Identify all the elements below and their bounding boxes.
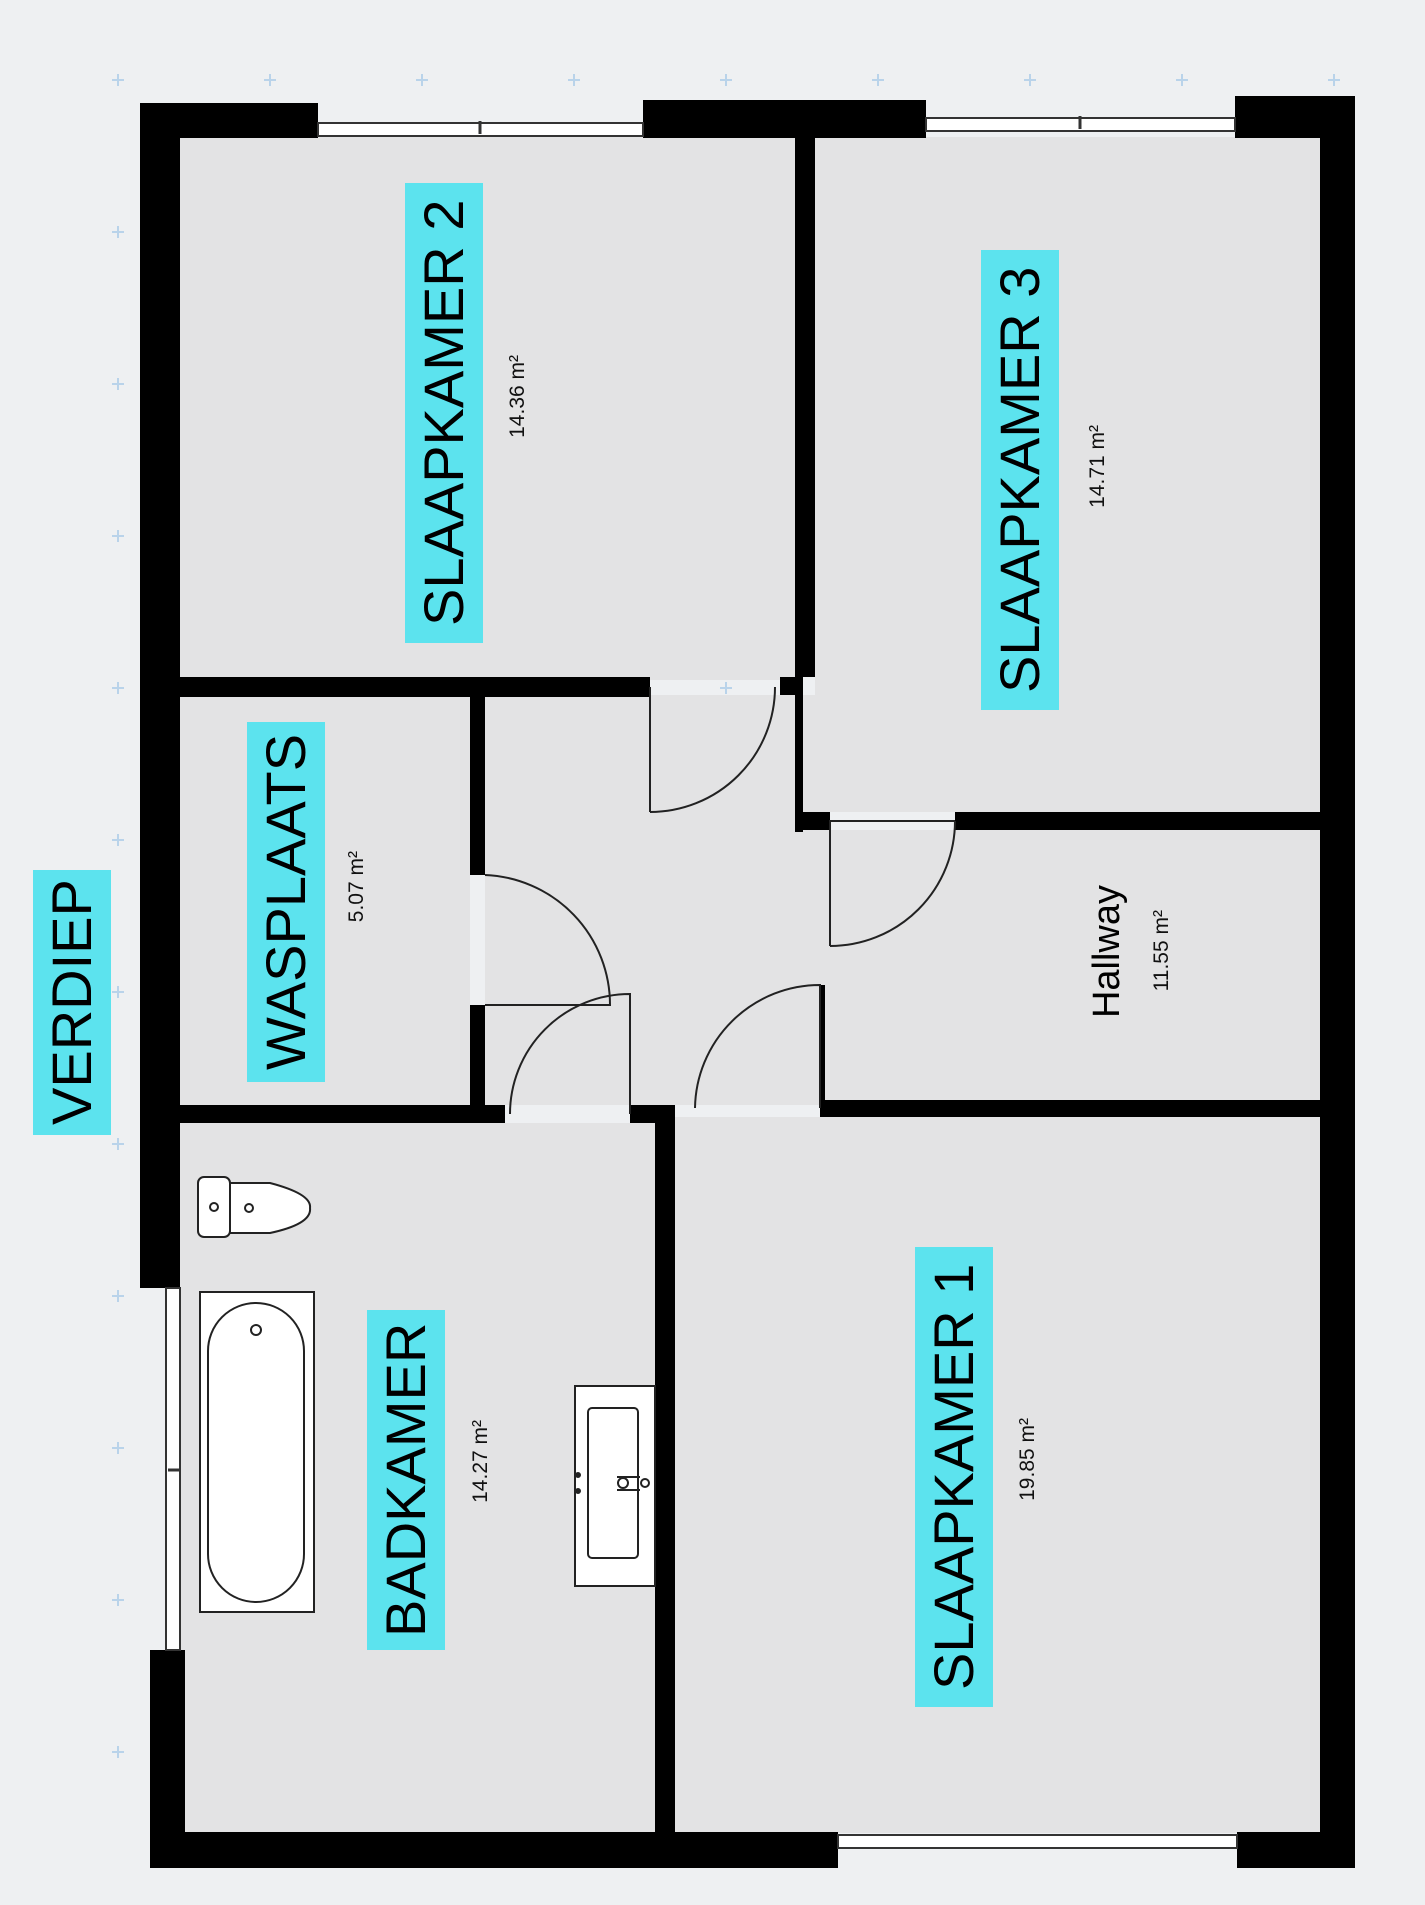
room-area-slaapkamer-1: 19.85 m² (1016, 1418, 1039, 1501)
outer-wall-top-1 (140, 103, 318, 138)
walls (140, 96, 1355, 1868)
window-marks (168, 116, 1082, 1472)
grid-marker (1328, 74, 1340, 86)
door-badkamer (509, 992, 631, 1115)
room-name-hallway: Hallway (1086, 885, 1128, 1019)
grid-marker (112, 530, 124, 542)
room-floor-hallway-center (485, 695, 820, 1105)
grid-marker (264, 74, 276, 86)
grid-marker (416, 74, 428, 86)
outer-wall-top-2 (643, 100, 926, 138)
door-wasplaats (484, 874, 612, 1006)
grid-marker (720, 682, 732, 694)
room-floor-hallway (820, 830, 1320, 1100)
grid-marker (112, 682, 124, 694)
room-floor-wasplaats (180, 697, 470, 1107)
grid-marker (112, 378, 124, 390)
room-area-hallway: 11.55 m² (1150, 910, 1173, 992)
room-floor-slaapkamer-1 (675, 1117, 1320, 1833)
floor-label: VERDIEP (33, 870, 111, 1135)
room-name-badkamer: BADKAMER (367, 1310, 445, 1650)
sink-icon (574, 1385, 656, 1587)
grid-marker (1024, 74, 1036, 86)
bathtub-icon (199, 1291, 315, 1613)
grid-marker (112, 1290, 124, 1302)
room-floors (180, 137, 1320, 1833)
wall-between-badkamer-slaapkamer-1 (655, 1117, 675, 1833)
wall-wasplaats-right-upper (470, 695, 485, 875)
grid-marker (720, 74, 732, 86)
grid-marker (112, 1442, 124, 1454)
room-name-wasplaats: WASPLAATS (247, 722, 325, 1082)
room-name-slaapkamer-2: SLAAPKAMER 2 (405, 183, 483, 643)
grid-marker (112, 834, 124, 846)
grid-marker (112, 986, 124, 998)
room-name-slaapkamer-3: SLAAPKAMER 3 (981, 250, 1059, 710)
grid-marker (1176, 74, 1188, 86)
window-bottom (837, 1834, 1238, 1849)
room-area-wasplaats: 5.07 m² (345, 851, 368, 923)
room-area-slaapkamer-3: 14.71 m² (1086, 425, 1109, 508)
outer-wall-left-upper (140, 103, 180, 1288)
grid-marker (112, 1594, 124, 1606)
wall-hallway-bottom (820, 1100, 1320, 1117)
outer-wall-bottom-2 (1237, 1832, 1355, 1868)
room-area-badkamer: 14.27 m² (469, 1420, 492, 1503)
door-slaapkamer-1 (694, 983, 821, 1109)
wall-slaapkamer-2-bottom-stub (780, 677, 802, 695)
grid-marker (112, 226, 124, 238)
room-floor-slaapkamer-2 (180, 137, 800, 680)
room-area-slaapkamer-2: 14.36 m² (506, 355, 529, 438)
room-floor-slaapkamer-3 (815, 137, 1320, 812)
grid-marker (112, 1138, 124, 1150)
grid-marker (112, 1746, 124, 1758)
doors (484, 686, 956, 1115)
outer-wall-left-lower (150, 1650, 185, 1868)
room-name-slaapkamer-1: SLAAPKAMER 1 (915, 1247, 993, 1707)
wall-slaapkamer-2-bottom (180, 677, 650, 697)
wall-wasplaats-right-lower (470, 1005, 485, 1105)
toilet-icon (197, 1176, 312, 1238)
grid-marker (112, 74, 124, 86)
wall-sk3-bottom-stub (795, 677, 803, 832)
grid-marker (568, 74, 580, 86)
outer-wall-bottom-1 (150, 1832, 838, 1868)
wall-between-slaapkamer-2-3 (795, 137, 815, 677)
door-slaapkamer-2 (649, 686, 776, 813)
door-slaapkamer-3 (829, 820, 956, 947)
wall-sk3-hallway-stub (802, 812, 830, 830)
wall-hallway-left-stub (820, 985, 825, 1100)
outer-wall-right (1320, 96, 1355, 1868)
wall-wasplaats-bottom (180, 1105, 505, 1123)
grid-marker (872, 74, 884, 86)
wall-hallway-top (955, 812, 1320, 830)
